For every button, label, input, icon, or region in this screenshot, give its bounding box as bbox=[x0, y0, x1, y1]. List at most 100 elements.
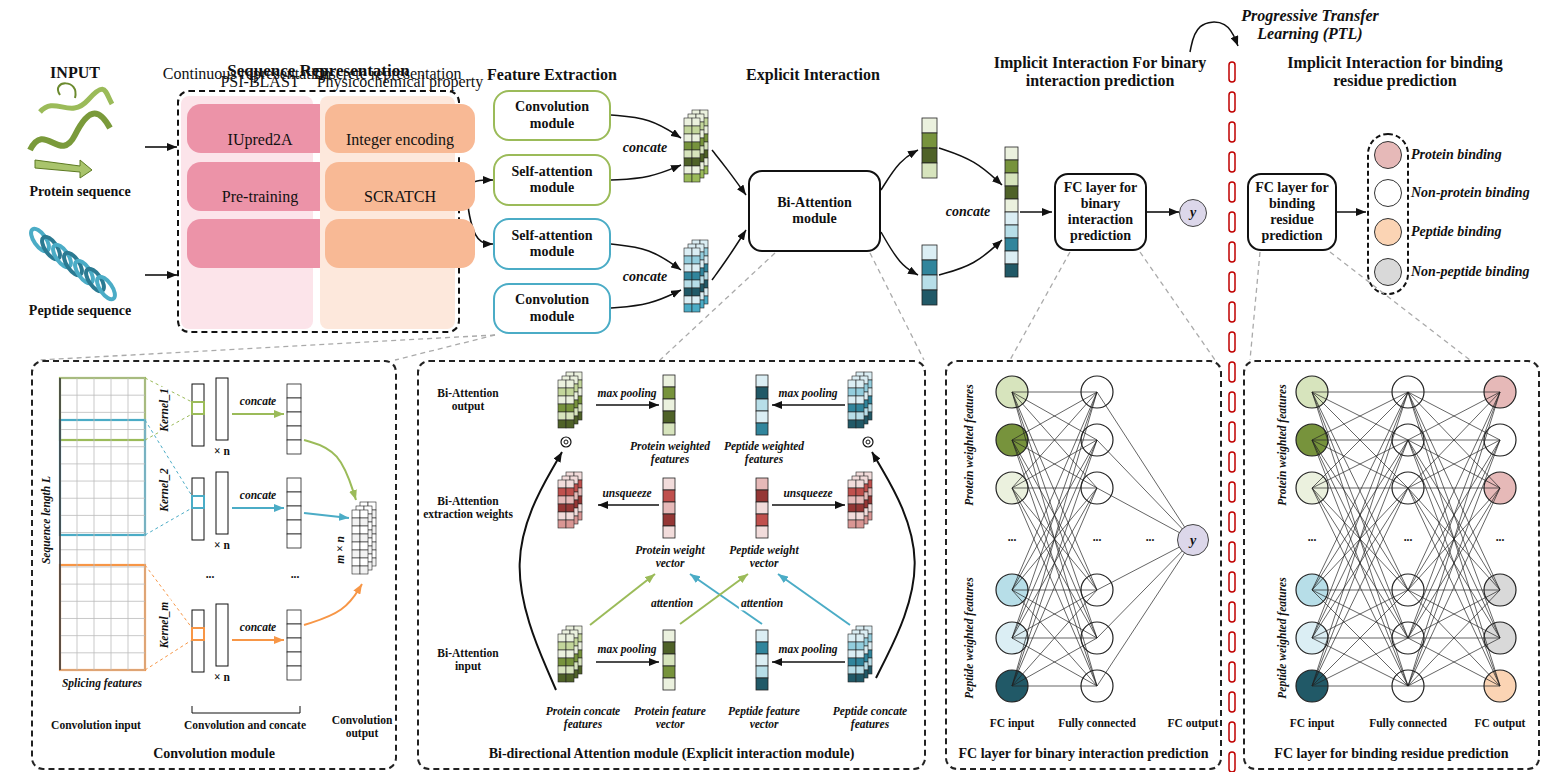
leader-line bbox=[870, 253, 924, 360]
tensor-cell bbox=[848, 650, 856, 658]
fc-link bbox=[1312, 392, 1408, 686]
kernel-window bbox=[60, 378, 145, 440]
tensor-cell bbox=[558, 404, 566, 412]
fc-link bbox=[1312, 392, 1408, 590]
process-box: FC layer for binding residue prediction bbox=[1247, 173, 1337, 251]
representation-panel: Continuous representationPSI-BLASTIUpred… bbox=[181, 96, 313, 329]
fc-link bbox=[1408, 392, 1500, 590]
tensor-cell bbox=[566, 404, 574, 412]
fc-link bbox=[1408, 392, 1500, 638]
feature-vector bbox=[756, 375, 768, 435]
fc-link bbox=[1012, 392, 1097, 686]
node-text: FC layer for binary interaction predicti… bbox=[1060, 180, 1141, 244]
grid-line bbox=[60, 412, 145, 413]
separator-dash bbox=[1229, 62, 1235, 82]
annotation: Protein weighted features bbox=[963, 384, 976, 505]
tensor-cell bbox=[566, 488, 574, 496]
tensor-cell bbox=[566, 480, 574, 488]
tensor-cell bbox=[558, 488, 566, 496]
tensor-cell bbox=[566, 420, 574, 428]
tensor-cell bbox=[856, 380, 864, 388]
tensor-cell bbox=[558, 634, 566, 642]
vector-cell bbox=[756, 490, 768, 502]
tensor-cell bbox=[684, 256, 692, 264]
vector-cell bbox=[756, 399, 768, 411]
annotation: unsqueeze bbox=[602, 487, 651, 500]
tensor-cell bbox=[848, 658, 856, 666]
annotation: concate bbox=[623, 269, 667, 285]
fc-link bbox=[1012, 638, 1097, 686]
elementwise-product bbox=[561, 437, 571, 447]
separator-dash bbox=[1229, 122, 1235, 142]
annotation: Splicing features bbox=[62, 677, 142, 690]
tensor-cell bbox=[558, 674, 566, 682]
separator-dash bbox=[1229, 302, 1235, 322]
fc-link bbox=[1312, 590, 1408, 591]
fc-link bbox=[1312, 590, 1408, 638]
fc-link bbox=[1408, 392, 1500, 488]
grid-line bbox=[94, 378, 95, 670]
grid-line bbox=[111, 378, 112, 670]
tensor-cell bbox=[352, 542, 360, 550]
annotation: ... bbox=[1496, 531, 1505, 544]
flow-arrow bbox=[590, 574, 655, 625]
tensor-cell bbox=[848, 666, 856, 674]
feature-vector bbox=[756, 630, 768, 690]
annotation: ... bbox=[1308, 531, 1317, 544]
vector-cell bbox=[922, 290, 937, 305]
fc-link bbox=[1312, 392, 1408, 440]
feature-vector bbox=[287, 384, 301, 454]
tensor-cell bbox=[684, 304, 692, 312]
vector-cell bbox=[663, 502, 675, 514]
tensor-cell bbox=[360, 542, 368, 550]
tensor-cell bbox=[848, 396, 856, 404]
module-box: Self-attention module bbox=[493, 154, 611, 206]
separator-dash bbox=[1229, 482, 1235, 502]
vector-cell bbox=[663, 490, 675, 502]
legend-swatch bbox=[1374, 179, 1402, 207]
annotation: × n bbox=[214, 539, 230, 552]
fc-link bbox=[1012, 590, 1097, 638]
annotation: Kernel_1 bbox=[158, 386, 171, 433]
grid-line bbox=[60, 378, 61, 670]
elementwise-product bbox=[863, 437, 873, 447]
fc-link bbox=[1408, 590, 1500, 686]
tensor-cell bbox=[360, 518, 368, 526]
tensor-cell bbox=[856, 420, 864, 428]
annotation: Convolution and concate bbox=[184, 719, 306, 732]
fc-link bbox=[1312, 440, 1408, 686]
separator-dash bbox=[1229, 662, 1235, 682]
fc-link bbox=[1408, 440, 1500, 686]
leader-line bbox=[1140, 252, 1215, 360]
vector-cell bbox=[287, 652, 301, 666]
legend-swatch bbox=[1374, 258, 1402, 286]
section-heading: Implicit Interaction for binding residue… bbox=[1270, 54, 1520, 91]
tensor-cell bbox=[566, 380, 574, 388]
tensor-cell bbox=[360, 534, 368, 542]
fc-link bbox=[1408, 440, 1500, 488]
flow-arrow bbox=[939, 240, 1002, 275]
tensor-cell bbox=[684, 158, 692, 166]
tensor-cell bbox=[684, 248, 692, 256]
grid-line bbox=[60, 429, 145, 430]
tensor-cell bbox=[692, 166, 700, 174]
separator-dash bbox=[1229, 632, 1235, 652]
vector-cell bbox=[756, 654, 768, 666]
feature-tensor bbox=[352, 502, 376, 574]
annotation: Convolution input bbox=[51, 719, 141, 732]
fc-link bbox=[1012, 488, 1097, 489]
flow-arrow bbox=[1020, 211, 1052, 213]
separator-dash bbox=[1229, 512, 1235, 532]
tensor-cell bbox=[856, 666, 864, 674]
tensor-cell bbox=[856, 658, 864, 666]
output-circle: y bbox=[1177, 524, 1209, 556]
grid-line bbox=[60, 566, 145, 567]
vector-cell bbox=[922, 118, 937, 133]
tensor-cell bbox=[692, 118, 700, 126]
annotation: concate bbox=[240, 621, 276, 634]
fc-link bbox=[1312, 392, 1408, 488]
fc-link bbox=[1012, 440, 1097, 686]
group-box: Sequence RepresentationContinuous repres… bbox=[177, 90, 460, 333]
tensor-cell bbox=[856, 488, 864, 496]
annotation: FC output bbox=[1168, 717, 1219, 730]
